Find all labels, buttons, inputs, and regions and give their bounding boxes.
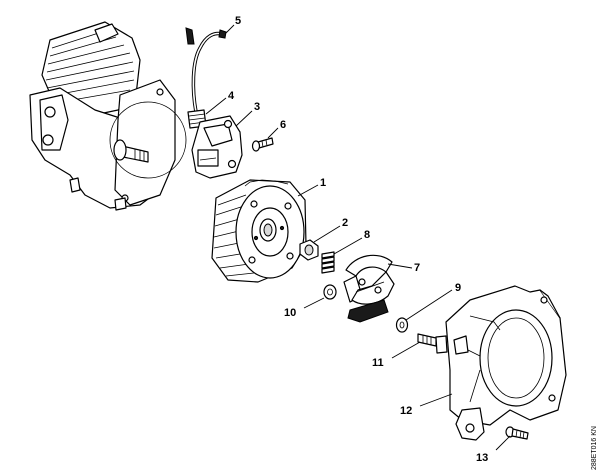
leader-2 [313, 225, 341, 243]
leader-5 [225, 24, 235, 34]
leader-1 [297, 184, 319, 197]
callout-4: 4 [228, 90, 235, 102]
leader-11 [391, 341, 421, 359]
clutch-shoes [343, 254, 395, 323]
callout-2: 2 [342, 217, 348, 229]
leader-3 [235, 110, 253, 127]
ignition-module-screw [251, 137, 274, 152]
callout-13: 13 [476, 452, 488, 464]
callout-1: 1 [320, 177, 326, 189]
engine-cylinder-crankcase [29, 21, 187, 211]
callout-9: 9 [455, 282, 461, 294]
fan-housing [445, 285, 567, 441]
callout-numbers: 5 4 3 6 1 2 8 7 9 10 11 12 13 [228, 15, 488, 464]
washer-10 [323, 284, 337, 300]
leader-6 [267, 127, 279, 139]
shoulder-bolt [417, 333, 448, 354]
callout-11: 11 [372, 357, 384, 369]
leader-7 [387, 263, 413, 269]
clutch-spring [321, 251, 335, 274]
leader-9 [405, 289, 453, 321]
drawing-code: 288ET016 KN [591, 426, 598, 470]
callout-5: 5 [235, 15, 241, 27]
flywheel-nut [299, 239, 319, 261]
callout-3: 3 [254, 101, 260, 113]
callout-12: 12 [400, 405, 412, 417]
ignition-module [191, 115, 243, 179]
callout-7: 7 [414, 262, 420, 274]
leader-lines [205, 24, 511, 451]
callout-10: 10 [284, 307, 296, 319]
callout-6: 6 [280, 119, 286, 131]
leader-4 [205, 97, 227, 115]
ignition-lead [185, 27, 227, 114]
leader-10 [303, 297, 325, 309]
leader-8 [333, 237, 363, 255]
leader-12 [419, 393, 453, 407]
flywheel [211, 179, 307, 283]
washer-9 [395, 317, 409, 333]
callout-8: 8 [364, 229, 370, 241]
leader-13 [495, 435, 511, 451]
housing-screw [505, 426, 529, 440]
